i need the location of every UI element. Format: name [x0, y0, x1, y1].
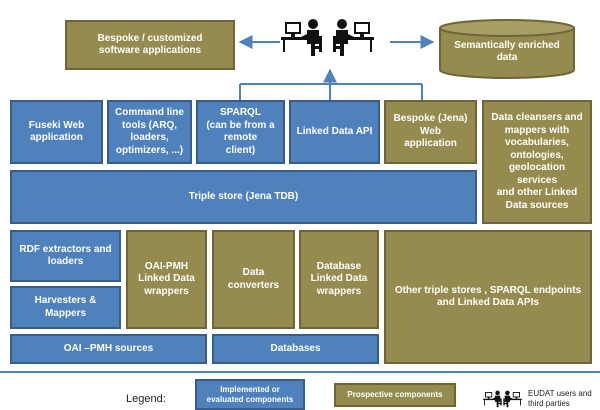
legend-title: Legend: [126, 393, 166, 405]
semantic-data-box: Semantically enriched data [440, 32, 574, 72]
semantic-data-cylinder [439, 19, 575, 79]
legend-users-label: EUDAT users and third parties [528, 389, 592, 408]
oai-pmh-wrappers-box: OAI-PMH Linked Data wrappers [126, 230, 207, 329]
oai-pmh-sources-box: OAI –PMH sources [10, 334, 207, 364]
fuseki-box: Fuseki Web application [10, 100, 103, 164]
rdf-extractors-label: RDF extractors and loaders [19, 243, 112, 268]
user-at-computer-icon [483, 390, 502, 408]
triple-store-label: Triple store (Jena TDB) [188, 190, 299, 202]
command-line-box: Command line tools (ARQ, loaders, optimi… [107, 100, 192, 164]
triple-store-box: Triple store (Jena TDB) [10, 170, 477, 224]
data-converters-box: Data converters [212, 230, 295, 329]
bespoke-software-label: Bespoke / customized software applicatio… [97, 32, 203, 57]
linked-data-api-box: Linked Data API [289, 100, 380, 164]
databases-box: Databases [212, 334, 379, 364]
legend-implemented-swatch: Implemented or evaluated components [195, 379, 305, 410]
database-wrappers-box: Database Linked Data wrappers [299, 230, 379, 329]
command-line-label: Command line tools (ARQ, loaders, optimi… [115, 107, 184, 156]
legend-prospective-label: Prospective components [347, 390, 443, 399]
bespoke-software-box: Bespoke / customized software applicatio… [65, 20, 235, 70]
other-triple-stores-box: Other triple stores , SPARQL endpoints a… [384, 230, 592, 364]
databases-label: Databases [270, 342, 321, 354]
data-cleansers-label: Data cleansers and mappers with vocabula… [491, 112, 583, 211]
legend-prospective-swatch: Prospective components [334, 383, 456, 407]
other-triple-stores-label: Other triple stores , SPARQL endpoints a… [394, 284, 582, 309]
rdf-extractors-box: RDF extractors and loaders [10, 230, 121, 282]
database-wrappers-label: Database Linked Data wrappers [310, 260, 368, 297]
bespoke-jena-box: Bespoke (Jena) Web application [384, 100, 477, 164]
oai-pmh-sources-label: OAI –PMH sources [63, 342, 154, 354]
semantic-data-label: Semantically enriched data [454, 39, 560, 64]
sparql-label: SPARQL (can be from a remote client) [206, 107, 275, 156]
sparql-box: SPARQL (can be from a remote client) [196, 100, 285, 164]
user-at-computer-icon [503, 390, 522, 408]
bespoke-jena-label: Bespoke (Jena) Web application [393, 113, 468, 150]
oai-pmh-wrappers-label: OAI-PMH Linked Data wrappers [138, 260, 195, 297]
linked-data-api-label: Linked Data API [296, 125, 373, 137]
user-at-computer-icon [281, 19, 322, 56]
harvesters-box: Harvesters & Mappers [10, 286, 121, 329]
legend-implemented-label: Implemented or evaluated components [206, 384, 294, 404]
data-cleansers-box: Data cleansers and mappers with vocabula… [482, 100, 592, 224]
data-converters-label: Data converters [227, 267, 280, 291]
fuseki-label: Fuseki Web application [28, 119, 85, 144]
harvesters-label: Harvesters & Mappers [34, 295, 97, 319]
user-at-computer-icon [333, 19, 374, 56]
